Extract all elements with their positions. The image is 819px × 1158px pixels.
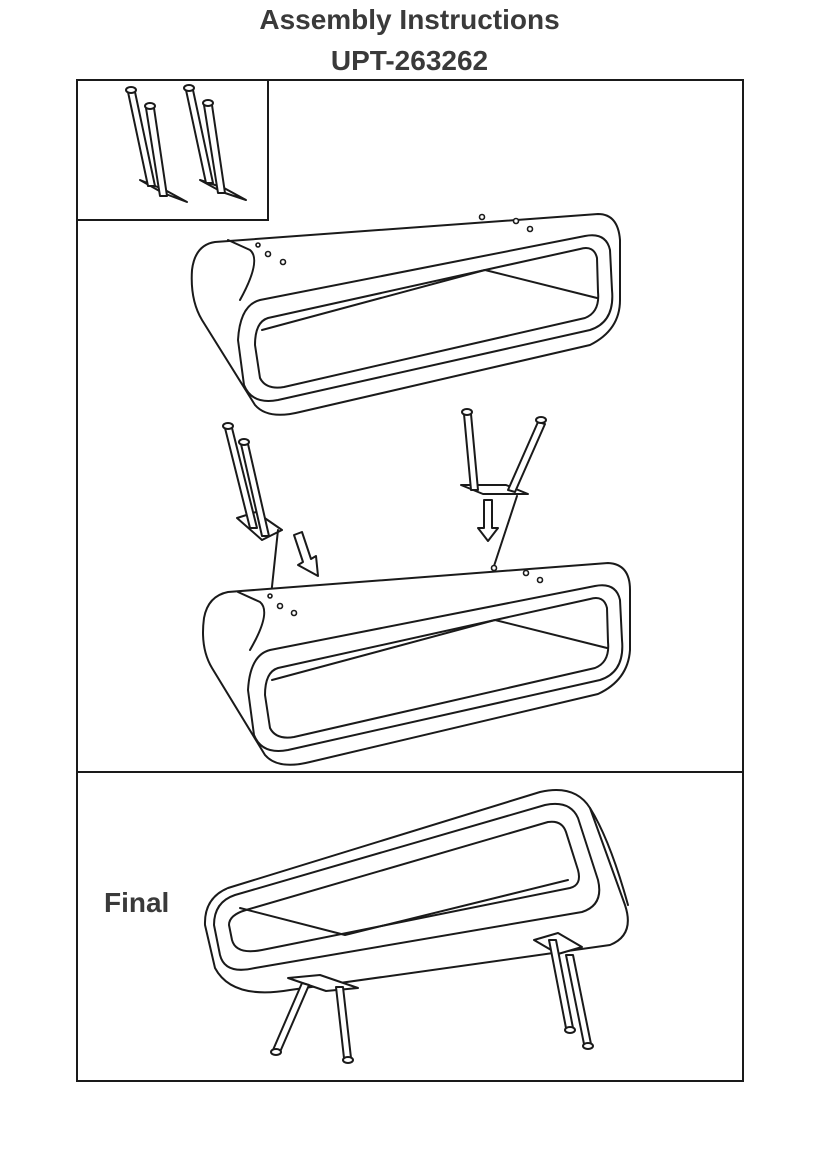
leg-insert-left xyxy=(222,422,283,597)
page-title: Assembly Instructions xyxy=(259,4,560,35)
arrow-down-icon xyxy=(293,531,319,577)
table-body-icon xyxy=(190,213,621,416)
arrow-down-icon xyxy=(477,499,499,542)
table-body-icon xyxy=(202,562,631,766)
final-label: Final xyxy=(104,887,170,918)
section-divider xyxy=(76,771,744,773)
final-table-icon xyxy=(203,789,629,994)
final-leg-right xyxy=(533,932,594,1050)
leg-parts-icon xyxy=(125,84,247,203)
parts-inset xyxy=(76,79,269,221)
model-number: UPT-263262 xyxy=(330,45,489,76)
final-leg-left xyxy=(270,974,359,1064)
leg-insert-right xyxy=(460,408,547,567)
instructions-frame xyxy=(76,79,744,1082)
